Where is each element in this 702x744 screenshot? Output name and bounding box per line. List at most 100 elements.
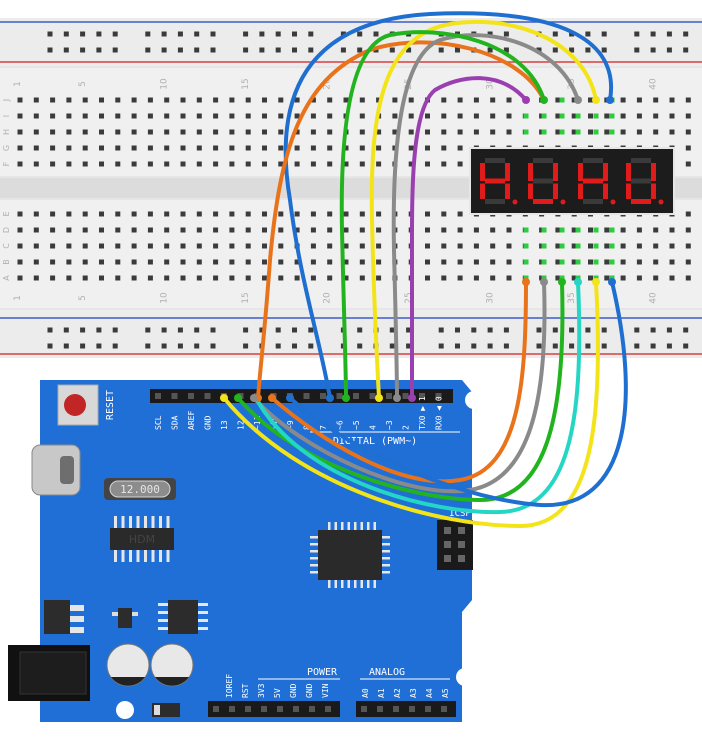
breadboard-hole[interactable] bbox=[17, 129, 23, 135]
analog-header-pin[interactable] bbox=[361, 706, 367, 712]
breadboard-hole[interactable] bbox=[82, 211, 88, 217]
breadboard-hole[interactable] bbox=[457, 227, 463, 233]
rail-hole[interactable] bbox=[96, 47, 102, 53]
breadboard-hole[interactable] bbox=[164, 145, 170, 151]
breadboard-hole[interactable] bbox=[196, 275, 202, 281]
breadboard-hole[interactable] bbox=[506, 227, 512, 233]
rail-hole[interactable] bbox=[275, 47, 281, 53]
rail-hole[interactable] bbox=[112, 31, 118, 37]
breadboard-hole[interactable] bbox=[310, 145, 316, 151]
breadboard-hole[interactable] bbox=[131, 211, 137, 217]
breadboard-hole[interactable] bbox=[99, 275, 104, 281]
rail-hole[interactable] bbox=[406, 47, 412, 53]
breadboard-hole[interactable] bbox=[147, 97, 153, 103]
breadboard-hole[interactable] bbox=[50, 129, 56, 135]
breadboard-hole[interactable] bbox=[685, 129, 691, 135]
breadboard-hole[interactable] bbox=[278, 275, 284, 281]
rail-hole[interactable] bbox=[487, 327, 493, 333]
rail-hole[interactable] bbox=[683, 327, 689, 333]
rail-hole[interactable] bbox=[63, 343, 69, 349]
breadboard-hole[interactable] bbox=[441, 129, 447, 135]
rail-hole[interactable] bbox=[536, 47, 542, 53]
header-pin[interactable] bbox=[188, 393, 194, 399]
breadboard-hole[interactable] bbox=[66, 259, 72, 265]
breadboard-hole[interactable] bbox=[196, 227, 202, 233]
rail-hole[interactable] bbox=[96, 343, 102, 349]
breadboard-hole[interactable] bbox=[294, 97, 300, 103]
rail-hole[interactable] bbox=[145, 31, 151, 37]
breadboard-hole[interactable] bbox=[17, 113, 23, 119]
analog-header-pin[interactable] bbox=[425, 706, 431, 712]
breadboard-hole[interactable] bbox=[164, 129, 170, 135]
rail-hole[interactable] bbox=[438, 327, 444, 333]
rail-hole[interactable] bbox=[112, 327, 118, 333]
rail-hole[interactable] bbox=[210, 327, 216, 333]
breadboard-hole[interactable] bbox=[636, 129, 642, 135]
breadboard-hole[interactable] bbox=[425, 211, 430, 217]
breadboard-hole[interactable] bbox=[604, 129, 610, 135]
breadboard-hole[interactable] bbox=[294, 259, 300, 265]
breadboard-hole[interactable] bbox=[196, 145, 202, 151]
rail-hole[interactable] bbox=[177, 343, 183, 349]
breadboard-hole[interactable] bbox=[636, 227, 642, 233]
breadboard-hole[interactable] bbox=[310, 259, 316, 265]
breadboard-hole[interactable] bbox=[571, 227, 577, 233]
rail-hole[interactable] bbox=[389, 343, 395, 349]
breadboard-hole[interactable] bbox=[245, 275, 251, 281]
breadboard-hole[interactable] bbox=[17, 145, 23, 151]
breadboard-hole[interactable] bbox=[327, 129, 333, 135]
breadboard-hole[interactable] bbox=[262, 145, 267, 151]
breadboard-hole[interactable] bbox=[343, 243, 349, 249]
rail-hole[interactable] bbox=[666, 31, 672, 37]
breadboard-hole[interactable] bbox=[653, 113, 659, 119]
breadboard-hole[interactable] bbox=[213, 243, 219, 249]
breadboard-hole[interactable] bbox=[245, 243, 251, 249]
breadboard-hole[interactable] bbox=[571, 129, 577, 135]
breadboard-hole[interactable] bbox=[441, 161, 447, 167]
breadboard-hole[interactable] bbox=[50, 113, 56, 119]
breadboard-hole[interactable] bbox=[229, 145, 235, 151]
rail-hole[interactable] bbox=[177, 31, 183, 37]
rail-hole[interactable] bbox=[47, 343, 53, 349]
breadboard-hole[interactable] bbox=[327, 97, 333, 103]
breadboard-hole[interactable] bbox=[425, 113, 430, 119]
rail-hole[interactable] bbox=[634, 47, 640, 53]
breadboard-hole[interactable] bbox=[262, 113, 267, 119]
breadboard-hole[interactable] bbox=[294, 129, 300, 135]
breadboard-hole[interactable] bbox=[131, 275, 137, 281]
rail-hole[interactable] bbox=[552, 327, 558, 333]
breadboard-hole[interactable] bbox=[408, 97, 414, 103]
breadboard-hole[interactable] bbox=[685, 227, 691, 233]
breadboard-hole[interactable] bbox=[262, 129, 267, 135]
breadboard-hole[interactable] bbox=[555, 227, 561, 233]
breadboard-hole[interactable] bbox=[425, 259, 430, 265]
rail-hole[interactable] bbox=[569, 327, 575, 333]
breadboard-hole[interactable] bbox=[115, 161, 121, 167]
breadboard-hole[interactable] bbox=[392, 129, 398, 135]
breadboard-hole[interactable] bbox=[180, 129, 186, 135]
rail-hole[interactable] bbox=[308, 47, 314, 53]
breadboard-hole[interactable] bbox=[669, 259, 675, 265]
breadboard-hole[interactable] bbox=[653, 227, 659, 233]
rail-hole[interactable] bbox=[292, 343, 297, 349]
breadboard-hole[interactable] bbox=[376, 129, 382, 135]
breadboard-hole[interactable] bbox=[131, 113, 137, 119]
breadboard-hole[interactable] bbox=[425, 227, 430, 233]
breadboard-hole[interactable] bbox=[620, 129, 626, 135]
breadboard-hole[interactable] bbox=[229, 161, 235, 167]
breadboard-hole[interactable] bbox=[164, 243, 170, 249]
breadboard-hole[interactable] bbox=[245, 211, 251, 217]
breadboard-hole[interactable] bbox=[17, 161, 23, 167]
breadboard-hole[interactable] bbox=[213, 161, 219, 167]
breadboard-hole[interactable] bbox=[604, 227, 610, 233]
rail-hole[interactable] bbox=[552, 343, 558, 349]
rail-hole[interactable] bbox=[194, 327, 200, 333]
rail-hole[interactable] bbox=[259, 327, 265, 333]
breadboard-hole[interactable] bbox=[441, 243, 447, 249]
rail-hole[interactable] bbox=[585, 31, 591, 37]
rail-hole[interactable] bbox=[536, 343, 542, 349]
breadboard-hole[interactable] bbox=[327, 161, 333, 167]
breadboard-hole[interactable] bbox=[229, 113, 235, 119]
rail-hole[interactable] bbox=[161, 343, 167, 349]
rail-hole[interactable] bbox=[308, 31, 314, 37]
